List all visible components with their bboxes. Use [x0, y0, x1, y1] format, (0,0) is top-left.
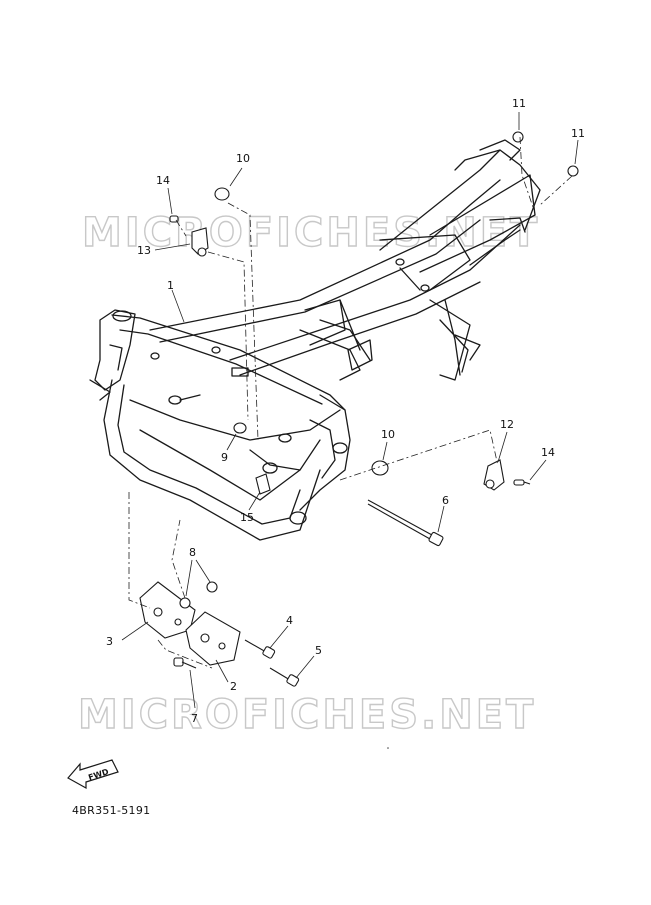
- callout-4: 4: [286, 614, 293, 627]
- bolt-4: [244, 639, 276, 659]
- callout-6: 6: [442, 494, 449, 507]
- callout-9: 9: [221, 451, 228, 464]
- callout-8: 8: [189, 546, 196, 559]
- callout-11-right: 11: [571, 127, 585, 140]
- callout-7: 7: [191, 712, 198, 725]
- bolt-7: [173, 657, 197, 669]
- callout-11-left: 11: [512, 97, 526, 110]
- bracket-13: [191, 227, 209, 257]
- engine-bracket-2: [185, 611, 241, 666]
- collar-9: [233, 422, 247, 434]
- callout-1: 1: [167, 279, 174, 292]
- screw-14-right: [513, 479, 531, 486]
- fwd-arrow-icon: FWD: [67, 759, 119, 790]
- damper-11-right: [567, 165, 579, 177]
- bracket-12: [483, 459, 505, 491]
- callout-10-lower: 10: [381, 428, 395, 441]
- callout-14-right: 14: [541, 446, 555, 459]
- damper-11-left: [512, 131, 524, 143]
- callout-14-left: 14: [156, 174, 170, 187]
- callout-10-upper: 10: [236, 152, 250, 165]
- callout-13: 13: [137, 244, 151, 257]
- part-code: 4BR351-5191: [72, 804, 150, 817]
- nut-8-a: [179, 597, 191, 609]
- callout-12: 12: [500, 418, 514, 431]
- bolt-6: [367, 499, 444, 547]
- callout-2: 2: [230, 680, 237, 693]
- callout-15: 15: [240, 511, 254, 524]
- bolt-5: [269, 667, 300, 687]
- rubber-bushing-10-lower: [371, 460, 389, 476]
- nut-8-b: [206, 581, 218, 593]
- callout-3: 3: [106, 635, 113, 648]
- leader-lines: [121, 112, 579, 709]
- bracket-15: [255, 473, 271, 495]
- watermark-bottom: MICROFICHES.NET: [78, 692, 536, 738]
- frame-assembly: [89, 139, 541, 541]
- watermark-top: MICROFICHES.NET: [82, 210, 540, 256]
- rubber-bushing-10-upper: [214, 187, 230, 201]
- callout-5: 5: [315, 644, 322, 657]
